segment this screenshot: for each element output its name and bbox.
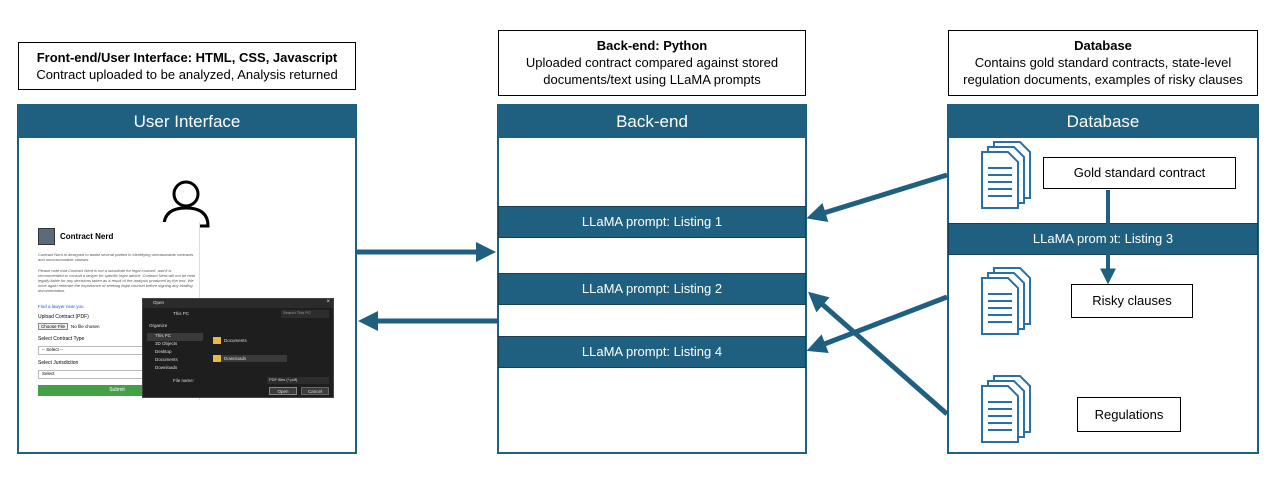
gold-standard-box: Gold standard contract bbox=[1043, 157, 1236, 189]
backend-prompt-listing-4: LLaMA prompt: Listing 4 bbox=[498, 336, 806, 368]
database-caption-title: Database bbox=[1074, 38, 1132, 53]
arrow-risky-to-listing-4 bbox=[806, 294, 948, 354]
folder-label: Downloads bbox=[224, 356, 247, 361]
open-button[interactable]: Open bbox=[269, 387, 297, 395]
sidebar-item[interactable]: This PC bbox=[147, 333, 203, 341]
frontend-caption-text: Contract uploaded to be analyzed, Analys… bbox=[36, 67, 338, 82]
file-dialog-titlebar: Open × bbox=[143, 299, 333, 308]
folder-icon bbox=[213, 337, 221, 344]
arrow-regulations-to-listing-2 bbox=[807, 291, 949, 416]
folder-item[interactable]: Downloads bbox=[213, 355, 287, 362]
choose-file-button[interactable]: Choose File bbox=[38, 323, 69, 330]
upload-label: Upload Contract (PDF) bbox=[38, 314, 89, 320]
filetype-select[interactable]: PDF files (*.pdf) bbox=[267, 377, 329, 384]
folder-icon bbox=[213, 355, 221, 362]
filename-label: File name: bbox=[173, 378, 195, 383]
database-caption: Database Contains gold standard contract… bbox=[948, 30, 1258, 96]
upload-row: Choose File No file chosen bbox=[38, 323, 100, 330]
organize-menu[interactable]: Organize bbox=[149, 323, 168, 328]
sidebar-item[interactable]: 3D Objects bbox=[155, 341, 178, 346]
backend-prompt-listing-2: LLaMA prompt: Listing 2 bbox=[498, 273, 806, 305]
app-disclaimer: Please note that Contract Nerd is not a … bbox=[38, 268, 195, 293]
backend-caption-title: Back-end: Python bbox=[596, 38, 708, 53]
no-file-text: No file chosen bbox=[71, 324, 100, 329]
sidebar-item[interactable]: Documents bbox=[155, 357, 178, 362]
backend-caption-text: Uploaded contract compared against store… bbox=[525, 55, 779, 87]
user-icon bbox=[162, 180, 210, 228]
jurisdiction-label: Select Jurisdiction bbox=[38, 360, 79, 366]
arrow-gold-to-listing-1 bbox=[806, 172, 948, 223]
find-lawyer-link[interactable]: Find a lawyer near you bbox=[38, 304, 84, 309]
app-logo-icon bbox=[38, 227, 55, 245]
file-dialog-search[interactable]: Search This PC bbox=[281, 310, 329, 318]
file-dialog-title: Open bbox=[153, 300, 165, 305]
backend-panel-title: Back-end bbox=[499, 106, 805, 138]
frontend-caption: Front-end/User Interface: HTML, CSS, Jav… bbox=[18, 42, 356, 90]
submit-button[interactable]: Submit bbox=[38, 385, 196, 396]
risky-clauses-box: Risky clauses bbox=[1071, 284, 1193, 318]
ui-panel-title: User Interface bbox=[19, 106, 355, 138]
sidebar-item[interactable]: Desktop bbox=[155, 349, 172, 354]
backend-prompt-listing-1: LLaMA prompt: Listing 1 bbox=[498, 206, 806, 238]
file-dialog: Open × This PC Search This PC Organize T… bbox=[142, 298, 334, 398]
close-icon[interactable]: × bbox=[326, 299, 330, 305]
document-icon bbox=[981, 267, 1031, 335]
cancel-button[interactable]: Cancel bbox=[301, 387, 329, 395]
contract-type-select[interactable]: -- Select -- bbox=[38, 346, 158, 355]
database-prompt-listing-3: LLaMA prompt: Listing 3 bbox=[948, 223, 1258, 255]
app-header: Contract Nerd bbox=[38, 227, 114, 245]
app-intro: Contract Nerd is designed to assist seve… bbox=[38, 252, 194, 262]
database-caption-text: Contains gold standard contracts, state-… bbox=[963, 55, 1243, 87]
file-dialog-sidebar: This PC 3D Objects Desktop Documents Dow… bbox=[147, 333, 203, 373]
app-name: Contract Nerd bbox=[60, 231, 114, 241]
backend-caption: Back-end: Python Uploaded contract compa… bbox=[498, 30, 806, 96]
document-icon bbox=[981, 375, 1031, 443]
frontend-caption-title: Front-end/User Interface: HTML, CSS, Jav… bbox=[36, 50, 338, 65]
jurisdiction-select[interactable]: Select bbox=[38, 370, 158, 379]
regulations-box: Regulations bbox=[1077, 397, 1181, 432]
folder-item[interactable]: Documents bbox=[213, 337, 247, 344]
file-dialog-path: This PC bbox=[173, 311, 190, 316]
folder-label: Documents bbox=[224, 338, 247, 343]
contract-type-label: Select Contract Type bbox=[38, 336, 85, 342]
database-panel-title: Database bbox=[949, 106, 1257, 138]
sidebar-item[interactable]: Downloads bbox=[155, 365, 178, 370]
document-icon bbox=[981, 141, 1031, 209]
